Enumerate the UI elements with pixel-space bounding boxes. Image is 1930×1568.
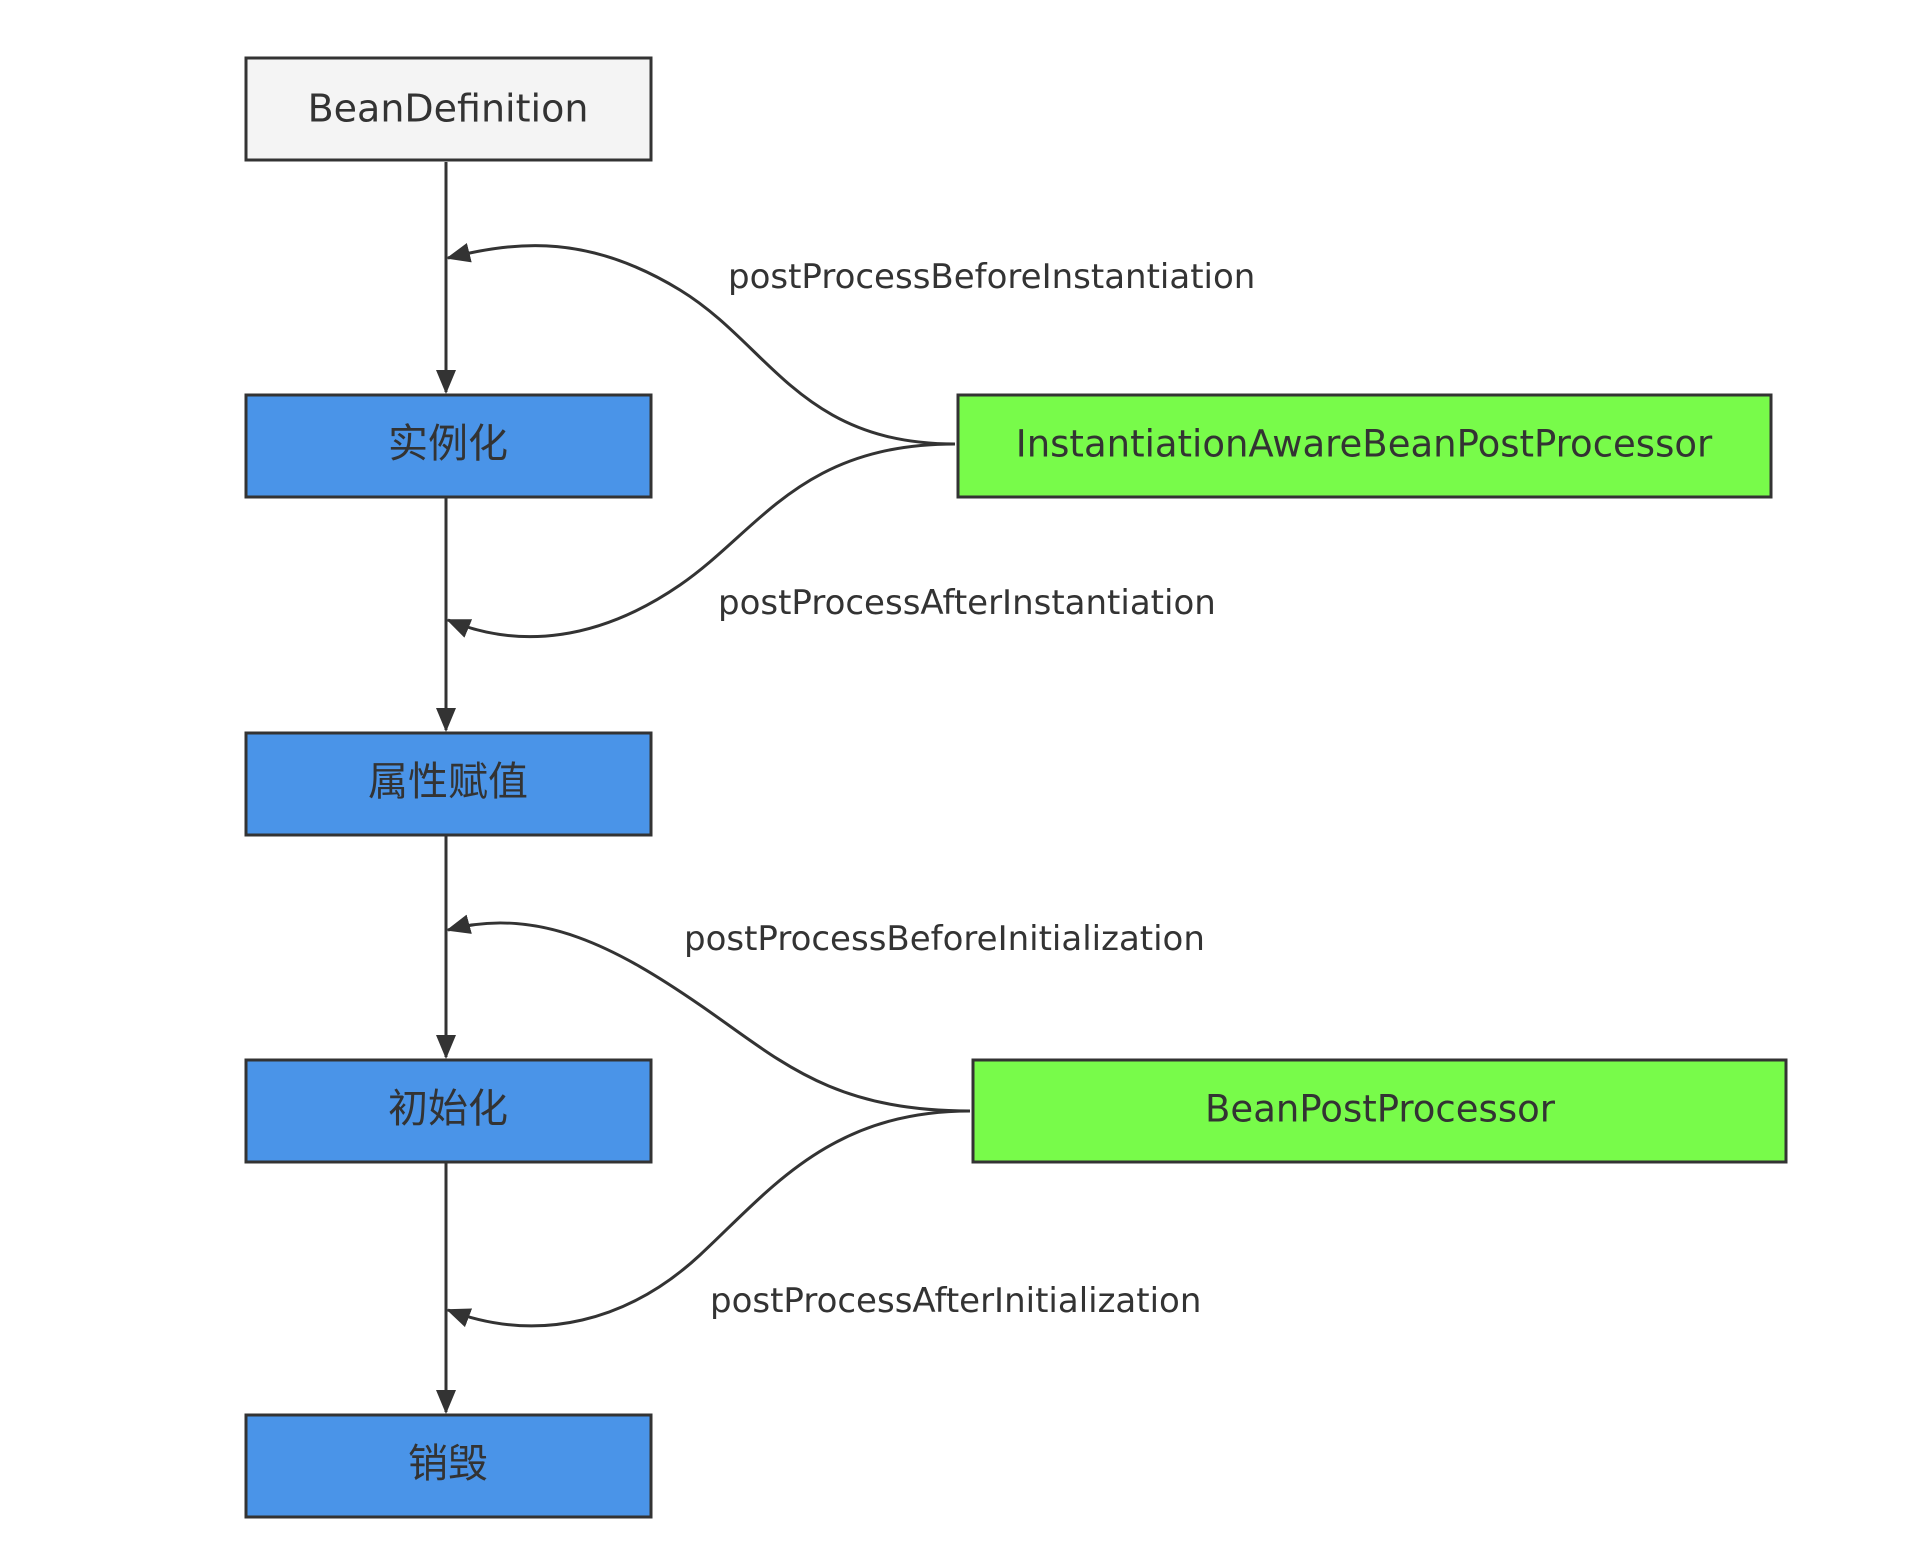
bean-post-processor-node: BeanPostProcessor — [971, 1058, 1788, 1164]
bean-definition-label: BeanDefinition — [308, 87, 589, 131]
initialization-label: 初始化 — [388, 1086, 508, 1132]
destruction-label: 销毁 — [408, 1441, 488, 1487]
initialization-node: 初始化 — [244, 1058, 653, 1164]
label-before-instantiation: postProcessBeforeInstantiation — [728, 257, 1255, 297]
instantiation-node: 实例化 — [244, 393, 653, 499]
label-after-instantiation: postProcessAfterInstantiation — [718, 583, 1216, 623]
instantiation-aware-processor-label: InstantiationAwareBeanPostProcessor — [1016, 423, 1713, 466]
curve-before-initialization — [446, 914, 971, 1113]
bean-definition-node: BeanDefinition — [244, 56, 653, 162]
curve-before-instantiation — [446, 242, 956, 446]
label-before-initialization: postProcessBeforeInitialization — [684, 919, 1205, 959]
label-after-initialization: postProcessAfterInitialization — [710, 1281, 1201, 1321]
property-population-label: 属性赋值 — [368, 759, 528, 805]
bean-post-processor-label: BeanPostProcessor — [1205, 1088, 1556, 1131]
curve-after-instantiation — [446, 442, 956, 639]
destruction-node: 销毁 — [244, 1413, 653, 1519]
property-population-node: 属性赋值 — [244, 731, 653, 837]
curve-after-initialization — [446, 1109, 971, 1328]
instantiation-label: 实例化 — [388, 421, 508, 467]
instantiation-aware-processor-node: InstantiationAwareBeanPostProcessor — [956, 393, 1773, 499]
